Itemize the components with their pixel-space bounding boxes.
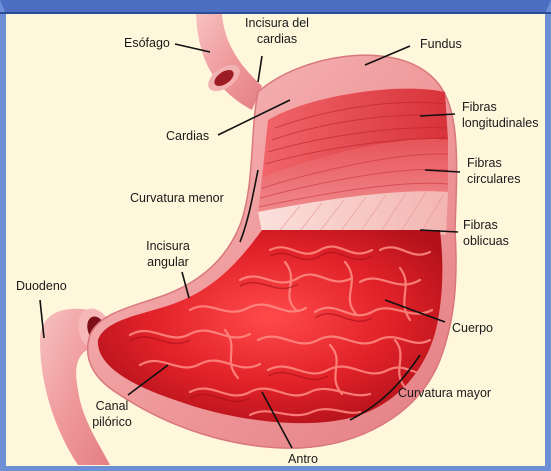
label-incisura-angular-line1: Incisura — [146, 239, 190, 253]
label-fibras-oblicuas-line2: oblicuas — [463, 234, 509, 248]
leader-incisura-cardias — [258, 56, 262, 82]
label-curvatura-menor: Curvatura menor — [130, 191, 224, 205]
label-fibras-oblicuas-line1: Fibras — [463, 218, 498, 232]
label-curvatura-mayor: Curvatura mayor — [398, 386, 491, 400]
label-antro: Antro — [288, 452, 318, 466]
label-incisura-cardias-line2: cardias — [257, 32, 297, 46]
label-duodeno: Duodeno — [16, 279, 67, 293]
label-fibras-longitudinales-line2: longitudinales — [462, 116, 538, 130]
label-incisura-cardias-line1: Incisura del — [245, 16, 309, 30]
label-fibras-circulares-line1: Fibras — [467, 156, 502, 170]
label-incisura-angular-line2: angular — [147, 255, 189, 269]
label-canal-pilorico-line1: Canal — [96, 399, 129, 413]
label-fibras-circulares-line2: circulares — [467, 172, 521, 186]
label-canal-pilorico-line2: pilórico — [92, 415, 132, 429]
label-cardias: Cardias — [166, 129, 209, 143]
label-esofago: Esófago — [124, 36, 170, 50]
label-cuerpo: Cuerpo — [452, 321, 493, 335]
label-fundus: Fundus — [420, 37, 462, 51]
label-fibras-longitudinales-line1: Fibras — [462, 100, 497, 114]
